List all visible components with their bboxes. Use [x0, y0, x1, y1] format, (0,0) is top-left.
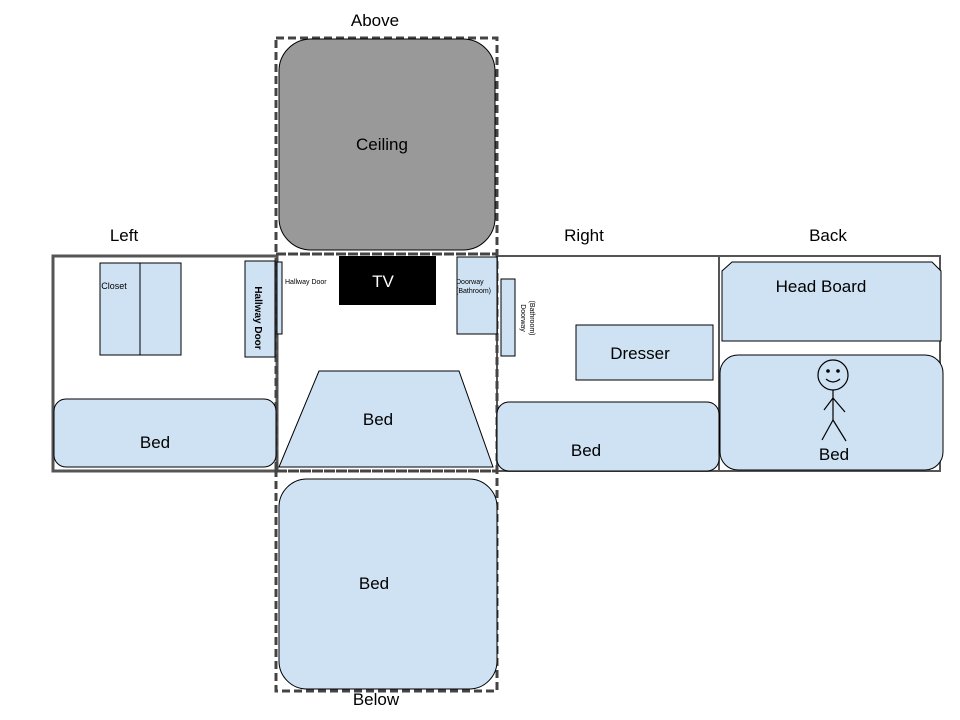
label-right: Right: [564, 226, 604, 245]
doorway-bathroom-front-shape: [456, 256, 498, 335]
left-panel: [51, 254, 279, 473]
label-left: Left: [110, 226, 139, 245]
bed-left-shape: [53, 398, 277, 468]
closet-door-right: [139, 262, 182, 356]
bed-below-label: Bed: [359, 574, 389, 593]
hallway-door-left-label: Hallway Door: [252, 286, 263, 349]
doorway-bathroom-right-line1: Doorway: [519, 304, 526, 332]
bed-below-shape: [278, 478, 498, 690]
dresser-label: Dresser: [610, 344, 670, 363]
front-panel: [274, 252, 499, 473]
doorway-bathroom-front-line1: Doorway: [456, 279, 484, 286]
hallway-door-front-label: Hallway Door: [285, 279, 327, 286]
bed-front-label: Bed: [363, 410, 393, 429]
doorway-bathroom-front-line2: (Bathroom): [456, 288, 491, 295]
head-board-label: Head Board: [776, 277, 867, 296]
hallway-door-front-edge: [276, 261, 283, 335]
dresser-shape: [575, 324, 714, 381]
ceiling-label: Ceiling: [356, 135, 408, 154]
label-below: Below: [353, 690, 400, 709]
ceiling-shape: [278, 38, 496, 251]
bed-left-label: Bed: [140, 433, 170, 452]
bed-back-label: Bed: [819, 445, 849, 464]
tv-shape: [339, 256, 436, 305]
bed-back-shape: [719, 354, 944, 471]
closet-label: Closet: [101, 281, 127, 291]
closet-door-left: [99, 262, 141, 356]
tv-label: TV: [372, 272, 394, 291]
head-board-shape: [721, 261, 942, 342]
bed-front-shape: [278, 370, 494, 468]
label-above: Above: [351, 11, 399, 30]
doorway-bathroom-right-line2: (Bathroom): [528, 300, 535, 335]
stick-figure-icon: [817, 359, 849, 442]
doorway-bathroom-right-shape: [500, 278, 516, 357]
hallway-door-left-shape: [244, 260, 276, 358]
bed-right-shape: [496, 401, 720, 472]
bed-right-label: Bed: [571, 441, 601, 460]
label-back: Back: [809, 226, 847, 245]
